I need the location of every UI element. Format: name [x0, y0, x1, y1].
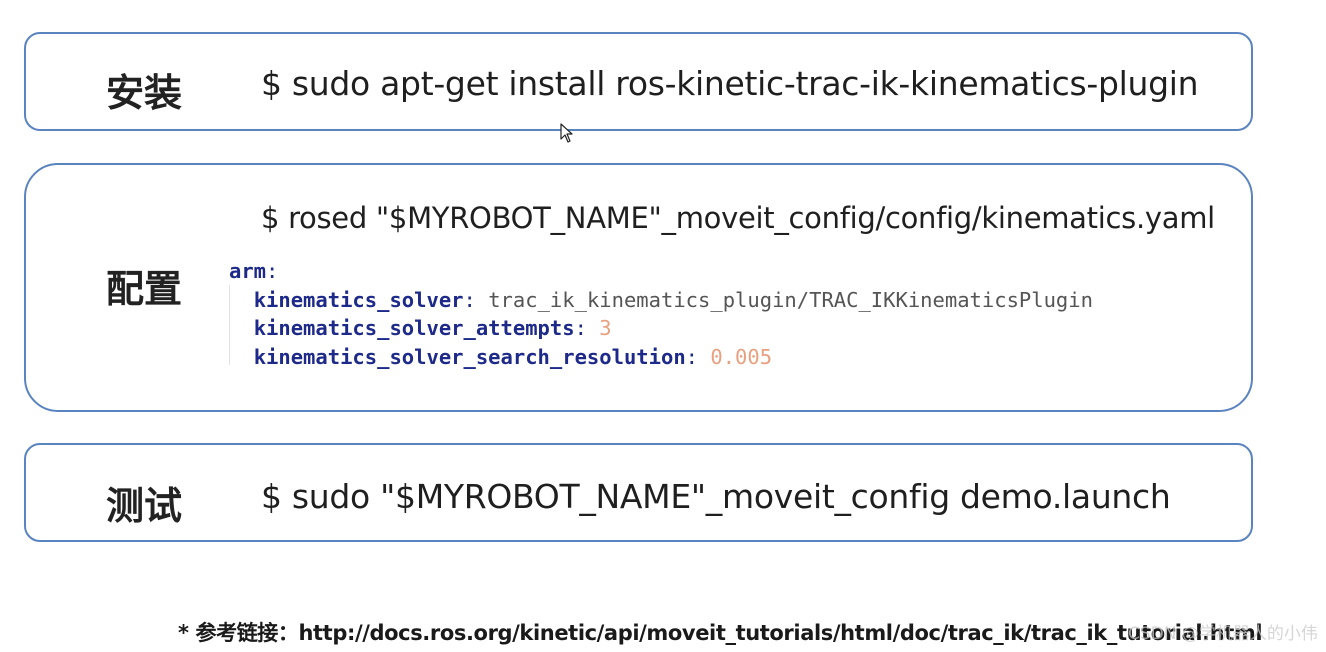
yaml-value: 3 — [599, 316, 612, 340]
yaml-key: kinematics_solver — [253, 287, 464, 312]
config-label: 配置 — [106, 267, 183, 311]
test-label: 测试 — [106, 484, 183, 528]
test-command: $ sudo "$MYROBOT_NAME"_moveit_config dem… — [261, 477, 1171, 516]
install-command: $ sudo apt-get install ros-kinetic-trac-… — [261, 64, 1199, 103]
yaml-key: kinematics_solver_attempts — [253, 316, 575, 340]
config-section: 配置 $ rosed "$MYROBOT_NAME"_moveit_config… — [24, 163, 1253, 412]
install-section: 安装 $ sudo apt-get install ros-kinetic-tr… — [24, 32, 1253, 131]
reference-link-footnote[interactable]: * 参考链接：http://docs.ros.org/kinetic/api/m… — [178, 621, 1263, 645]
install-label: 安装 — [106, 71, 183, 115]
yaml-key: kinematics_solver_search_resolution — [253, 344, 686, 369]
watermark: CSDN @学机器人的小伟 — [1128, 624, 1318, 644]
yaml-code-block: arm: kinematics_solver: trac_ik_kinemati… — [229, 259, 1093, 369]
yaml-value: trac_ik_kinematics_plugin/TRAC_IKKinemat… — [488, 287, 1093, 312]
config-command: $ rosed "$MYROBOT_NAME"_moveit_config/co… — [261, 201, 1215, 235]
yaml-indent-guide — [229, 285, 230, 365]
test-section: 测试 $ sudo "$MYROBOT_NAME"_moveit_config … — [24, 443, 1253, 542]
yaml-value: 0.005 — [710, 344, 773, 369]
yaml-root-key: arm — [229, 259, 267, 283]
mouse-pointer-icon — [560, 123, 573, 143]
